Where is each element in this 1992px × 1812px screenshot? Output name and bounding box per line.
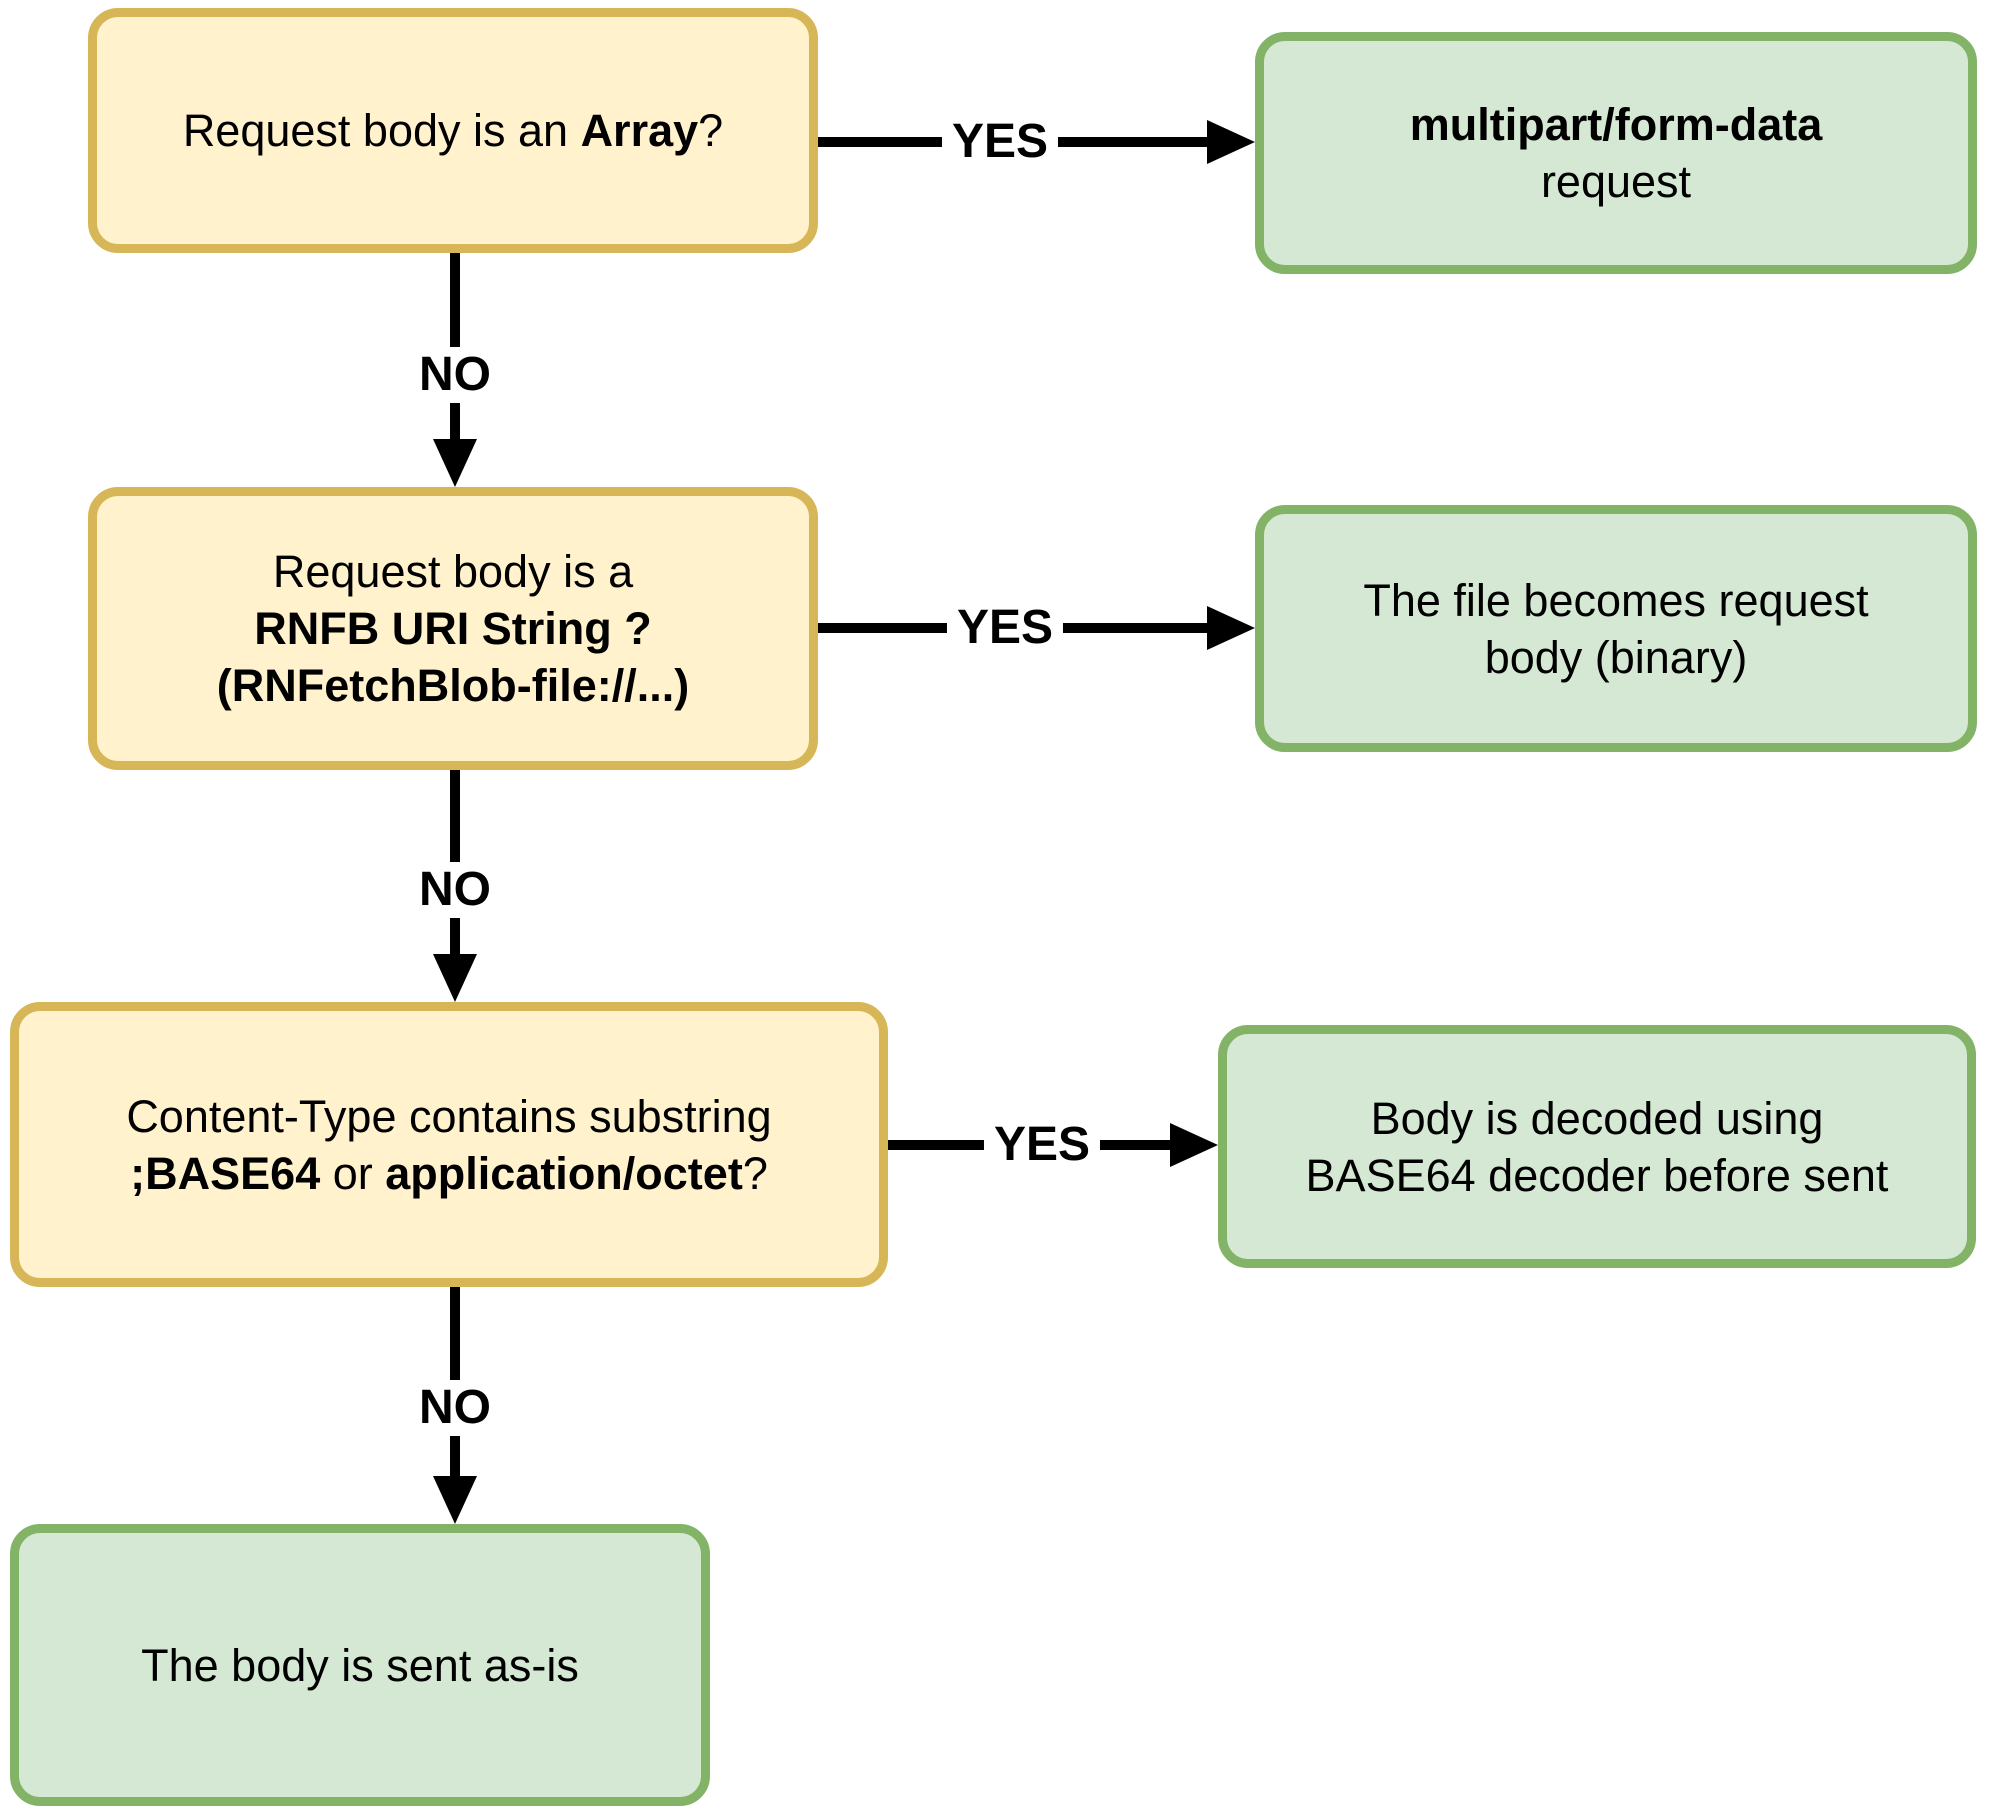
yes1-arrowhead-icon [1207, 120, 1255, 164]
node-text-line: body (binary) [1484, 631, 1748, 683]
node-question-rnfb-uri: Request body is a RNFB URI String ? (RNF… [88, 487, 818, 770]
node-question-content-type: Content-Type contains substring ;BASE64 … [10, 1002, 888, 1287]
node-text-line: Request body is an Array? [182, 105, 724, 156]
node-text-line: The file becomes request [1363, 574, 1869, 626]
node-text-line: ;BASE64 or application/octet? [130, 1147, 768, 1199]
node-result-file-binary: The file becomes request body (binary) [1255, 505, 1977, 752]
edge-label-no3: NO [409, 1380, 501, 1436]
no1-arrowhead-icon [433, 439, 477, 487]
yes2-arrowhead-icon [1207, 606, 1255, 650]
node-result-sent-as-is: The body is sent as-is [10, 1524, 710, 1806]
node-question-array: Request body is an Array? [88, 8, 818, 253]
edge-label-yes2: YES [946, 600, 1064, 656]
edge-label-no1: NO [409, 347, 501, 403]
node-text-line: Content-Type contains substring [126, 1090, 772, 1142]
node-text-line: Request body is a [272, 546, 634, 597]
node-text-line: request [1540, 156, 1692, 207]
no3-arrowhead-icon [433, 1476, 477, 1524]
node-text-line: RNFB URI String ? [254, 603, 652, 654]
node-result-base64-decoded: Body is decoded using BASE64 decoder bef… [1218, 1025, 1976, 1268]
edge-label-no2: NO [409, 862, 501, 918]
node-text-line: multipart/form-data [1409, 99, 1823, 150]
node-text-line: The body is sent as-is [141, 1639, 579, 1691]
node-text-line: (RNFetchBlob-file://...) [216, 660, 690, 711]
no2-arrowhead-icon [433, 954, 477, 1002]
node-text-line: BASE64 decoder before sent [1305, 1149, 1889, 1201]
node-text-line: Body is decoded using [1370, 1092, 1824, 1144]
edge-label-yes3: YES [983, 1117, 1101, 1173]
yes3-arrowhead-icon [1170, 1123, 1218, 1167]
edge-label-yes1: YES [941, 114, 1059, 170]
node-result-multipart: multipart/form-data request [1255, 32, 1977, 274]
